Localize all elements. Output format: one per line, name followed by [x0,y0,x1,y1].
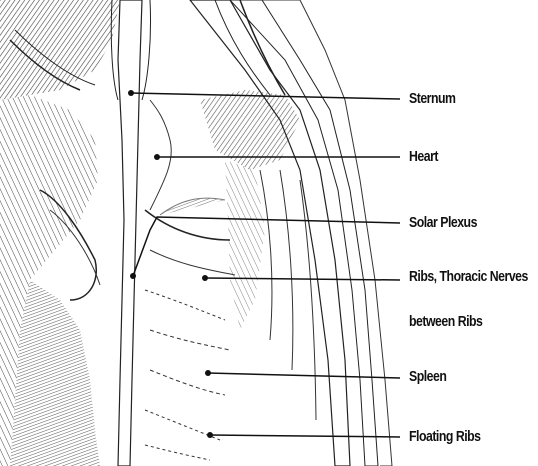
floating-ribs-pointer [207,432,400,438]
sternum-column [111,0,150,466]
label-ribs-line2: between Ribs [409,313,482,331]
label-spleen: Spleen [409,368,446,386]
ribs-curves [145,100,235,460]
label-solar-plexus: Solar Plexus [409,214,477,232]
label-heart: Heart [409,148,438,166]
right-arm-muscles [190,0,392,466]
left-torso-shading [0,0,120,466]
label-ribs-line1: Ribs, Thoracic Nerves [409,268,528,286]
spleen-pointer [205,370,400,378]
label-floating-ribs: Floating Ribs [409,428,481,446]
label-sternum: Sternum [409,90,455,108]
